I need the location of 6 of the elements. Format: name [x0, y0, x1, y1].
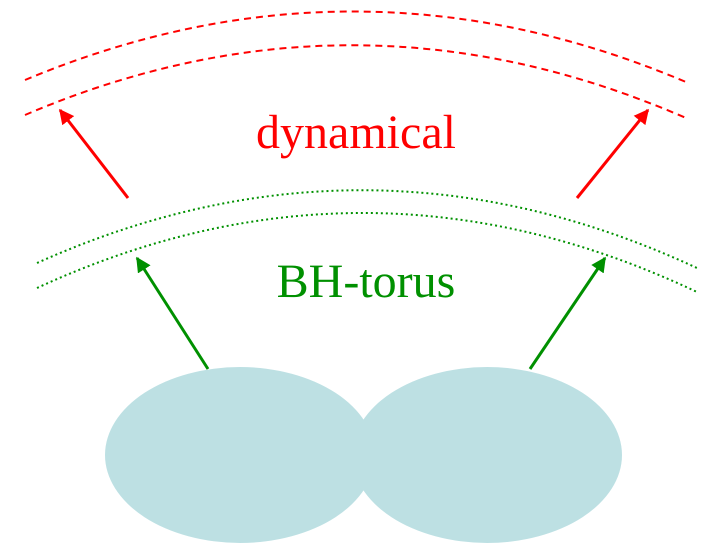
arrow [528, 256, 606, 370]
band-label: BH-torus [276, 255, 456, 308]
arrow [576, 108, 650, 199]
band-label: dynamical [256, 106, 456, 159]
arrow [136, 256, 210, 370]
arrow [58, 108, 130, 199]
